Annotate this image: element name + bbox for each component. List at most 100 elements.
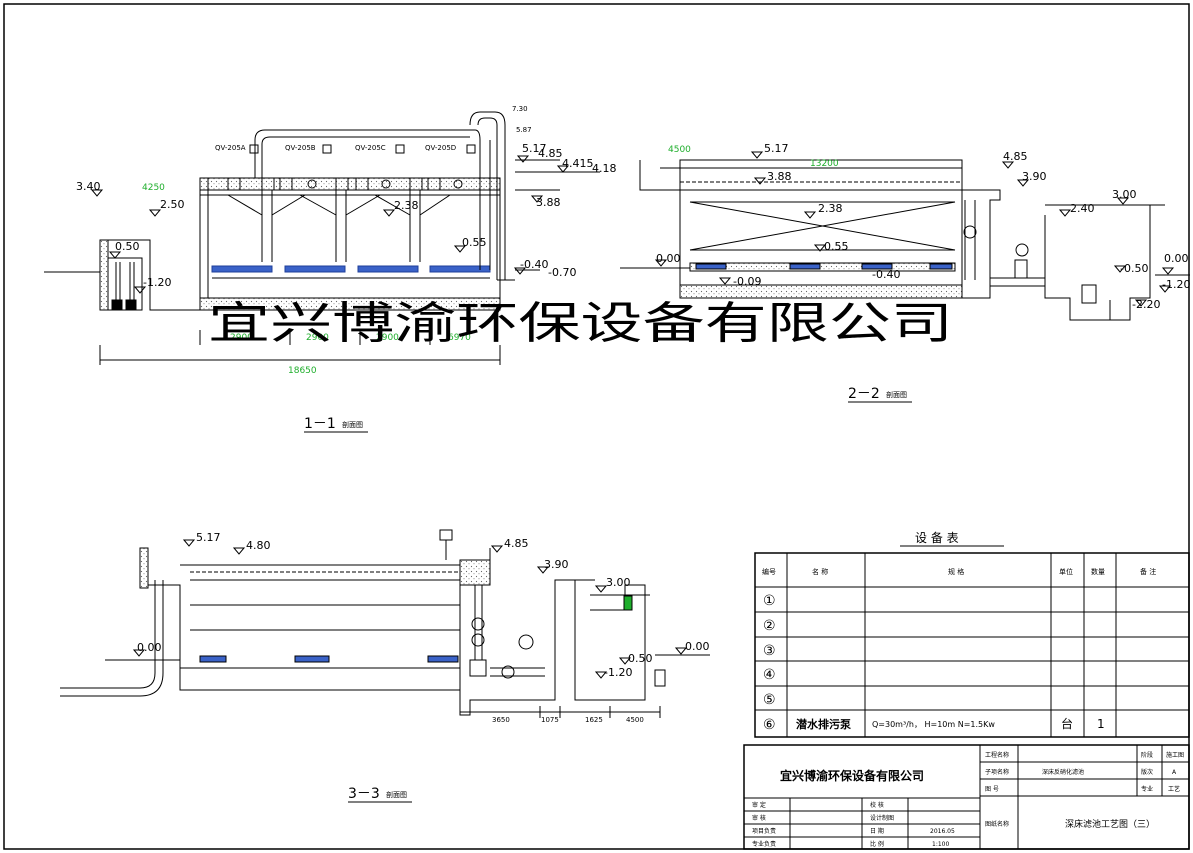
dimension-label: 6970 (448, 333, 471, 343)
lead-label: 项目负责 (752, 827, 776, 835)
elevation-label: 0.55 (462, 236, 487, 249)
date-value: 2016.05 (930, 828, 955, 835)
elevation-label: -2.20 (1132, 298, 1160, 311)
subitem-value: 深床反硝化滤池 (1042, 768, 1084, 776)
stage-label: 阶段 (1141, 751, 1153, 759)
dimension-label: 1075 (541, 716, 559, 724)
section-title-suffix: 剖面图 (342, 420, 363, 429)
specialist-label: 专业负责 (752, 840, 776, 848)
elevation-label: 0.50 (115, 240, 140, 253)
dimension-label: 2900 (376, 333, 399, 343)
row-number: ③ (763, 643, 776, 659)
elevation-label: -1.20 (1162, 278, 1190, 291)
elevation-label: 0.00 (656, 252, 681, 265)
elevation-label: 3.40 (76, 180, 101, 193)
elevation-label: 4.85 (1003, 150, 1028, 163)
elevation-label: 2.40 (1070, 202, 1095, 215)
row-number: ④ (763, 667, 776, 683)
dimension-label: 4500 (668, 145, 691, 155)
elevation-label: -0.70 (548, 266, 576, 279)
scale-value: 1:100 (932, 841, 949, 848)
row-number: ⑤ (763, 692, 776, 708)
elevation-label: 5.17 (522, 142, 547, 155)
table-header: 数量 (1091, 567, 1105, 576)
table-header: 规 格 (948, 567, 964, 576)
elevation-label: 0.50 (628, 652, 653, 665)
section-title: 3－3 (348, 786, 380, 802)
table-row: ⑥ 潜水排污泵 Q=30m³/h， H=10m N=1.5Kw 台 1 (763, 716, 1105, 733)
elevation-label: 3.90 (544, 558, 569, 571)
drawing-name-value: 深床滤池工艺图（三） (1065, 818, 1155, 830)
dimension-label: 4250 (142, 183, 165, 193)
section-title-suffix: 剖面图 (386, 790, 407, 799)
version-label: 版次 (1141, 768, 1153, 776)
dimension-label: 1625 (585, 716, 603, 724)
table-row: ② (763, 618, 776, 634)
row-qty: 1 (1097, 717, 1105, 731)
company-watermark: 宜兴博渝环保设备有限公司 (208, 298, 953, 349)
row-number: ⑥ (763, 717, 776, 733)
elevation-label: -0.09 (733, 275, 761, 288)
review-label: 审 核 (752, 814, 766, 822)
elevation-label: 4.18 (592, 162, 617, 175)
elevation-label: 4.415 (562, 157, 594, 170)
elevation-label: 4.80 (246, 539, 271, 552)
equipment-table: 设 备 表 编号 名 称 规 格 单位 数量 备 注 ① ② ③ (754, 531, 1190, 738)
table-row: ④ (763, 667, 776, 683)
section-title: 2－2 (848, 386, 880, 402)
scale-label: 比 例 (870, 840, 884, 848)
elevation-label: 2.50 (160, 198, 185, 211)
dimension-label: 4500 (626, 716, 644, 724)
elevation-label: -1.20 (604, 666, 632, 679)
elevation-label: 5.17 (196, 531, 221, 544)
elevation-label: 0.00 (685, 640, 710, 653)
table-row: ③ (763, 643, 776, 659)
elevation-label: -0.40 (872, 268, 900, 281)
table-title: 设 备 表 (915, 531, 959, 545)
valve-label: QV-205B (285, 144, 316, 152)
dimension-label: 2900 (230, 333, 253, 343)
elevation-label: 3.90 (1022, 170, 1047, 183)
elevation-label: -1.20 (143, 276, 171, 289)
table-row: ⑤ (763, 692, 776, 708)
valve-label: QV-205C (355, 144, 386, 152)
check-label: 校 核 (870, 801, 884, 809)
title-block: 宜兴博渝环保设备有限公司 工程名称 子项名称 深床反硝化滤池 图 号 阶段 施工… (743, 744, 1190, 850)
subitem-label: 子项名称 (985, 768, 1009, 776)
section-2-2-drawing (620, 151, 1190, 321)
sheet-border (3, 3, 1190, 850)
section-title-suffix: 剖面图 (886, 390, 907, 399)
row-spec: Q=30m³/h， H=10m N=1.5Kw (872, 720, 995, 729)
dimension-label: 2900 (306, 333, 329, 343)
elevation-label: 3.00 (1112, 188, 1137, 201)
elevation-label: 4.85 (538, 147, 563, 160)
section-title: 1－1 (304, 416, 336, 432)
elevation-label: 5.87 (516, 126, 532, 134)
table-header: 编号 (762, 567, 776, 576)
valve-label: QV-205A (215, 144, 246, 152)
elevation-label: -0.40 (520, 258, 548, 271)
row-name: 潜水排污泵 (796, 717, 851, 731)
elevation-label: 3.88 (767, 170, 792, 183)
table-header: 备 注 (1140, 567, 1156, 576)
dimension-label: 13200 (810, 159, 839, 169)
elevation-label: 0.00 (1164, 252, 1189, 265)
section-1-1-drawing (44, 111, 600, 365)
valve-label: QV-205D (425, 144, 456, 152)
dimension-total: 18650 (288, 366, 317, 376)
section-3-3-labels: 5.17 4.80 4.85 3.90 3.00 0.00 0.50 -1.20… (137, 531, 710, 803)
table-row: ① (763, 593, 776, 609)
date-label: 日 期 (870, 827, 884, 835)
dimension-label: 3650 (492, 716, 510, 724)
project-label: 工程名称 (985, 751, 1009, 759)
row-number: ② (763, 618, 776, 634)
elevation-label: -0.50 (1120, 262, 1148, 275)
drawing-name-label: 图纸名称 (985, 820, 1009, 828)
row-unit: 台 (1061, 716, 1073, 731)
table-header: 名 称 (812, 567, 828, 576)
discipline-label: 专业 (1141, 785, 1153, 793)
company-name: 宜兴博渝环保设备有限公司 (780, 768, 924, 783)
elevation-label: 4.85 (504, 537, 529, 550)
